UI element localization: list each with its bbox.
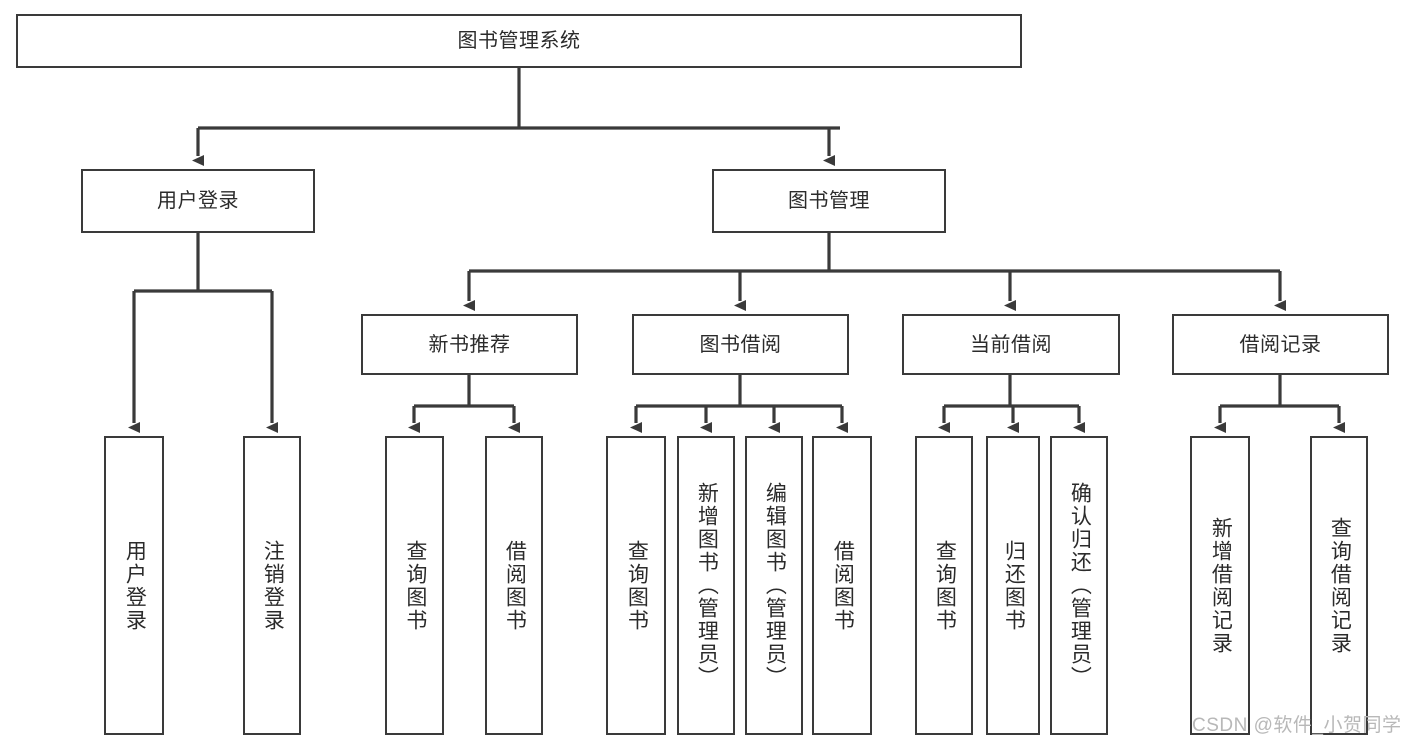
leaf-query-book-borrow-label: 查询图书 xyxy=(625,539,649,632)
leaf-return-book[interactable]: 归还图书 xyxy=(986,436,1040,735)
leaf-confirm-return-admin-label: 确认归还（管理员） xyxy=(1068,482,1092,689)
node-book-management[interactable]: 图书管理 xyxy=(712,169,946,233)
node-new-book-recommend[interactable]: 新书推荐 xyxy=(361,314,578,375)
leaf-query-book-borrow[interactable]: 查询图书 xyxy=(606,436,666,735)
node-book-borrow[interactable]: 图书借阅 xyxy=(632,314,849,375)
node-book-management-label: 图书管理 xyxy=(788,190,870,212)
leaf-user-login-label: 用户登录 xyxy=(123,539,147,632)
csdn-watermark: CSDN @软件_小贺同学 xyxy=(1192,715,1402,736)
node-root-label: 图书管理系统 xyxy=(457,30,581,52)
leaf-edit-book-admin-label: 编辑图书（管理员） xyxy=(763,482,787,689)
leaf-lend-book[interactable]: 借阅图书 xyxy=(812,436,872,735)
leaf-logout-label: 注销登录 xyxy=(261,539,285,632)
leaf-query-borrow-record[interactable]: 查询借阅记录 xyxy=(1310,436,1368,735)
leaf-confirm-return-admin[interactable]: 确认归还（管理员） xyxy=(1050,436,1108,735)
node-borrow-record[interactable]: 借阅记录 xyxy=(1172,314,1389,375)
leaf-query-book-recommend-label: 查询图书 xyxy=(403,539,427,632)
leaf-query-book-current[interactable]: 查询图书 xyxy=(915,436,973,735)
leaf-query-book-recommend[interactable]: 查询图书 xyxy=(385,436,444,735)
node-root[interactable]: 图书管理系统 xyxy=(16,14,1022,68)
leaf-query-book-current-label: 查询图书 xyxy=(933,539,957,632)
leaf-add-book-admin-label: 新增图书（管理员） xyxy=(695,482,719,689)
leaf-user-login[interactable]: 用户登录 xyxy=(104,436,164,735)
leaf-borrow-book-recommend-label: 借阅图书 xyxy=(503,539,527,632)
leaf-borrow-book-recommend[interactable]: 借阅图书 xyxy=(485,436,543,735)
leaf-lend-book-label: 借阅图书 xyxy=(831,539,855,632)
leaf-return-book-label: 归还图书 xyxy=(1002,539,1026,632)
node-current-borrow[interactable]: 当前借阅 xyxy=(902,314,1120,375)
leaf-add-book-admin[interactable]: 新增图书（管理员） xyxy=(677,436,735,735)
leaf-add-borrow-record-label: 新增借阅记录 xyxy=(1209,516,1233,655)
leaf-logout[interactable]: 注销登录 xyxy=(243,436,301,735)
node-new-book-recommend-label: 新书推荐 xyxy=(428,333,511,356)
node-user-login-label: 用户登录 xyxy=(157,190,239,212)
leaf-add-borrow-record[interactable]: 新增借阅记录 xyxy=(1190,436,1250,735)
leaf-query-borrow-record-label: 查询借阅记录 xyxy=(1328,516,1352,655)
node-borrow-record-label: 借阅记录 xyxy=(1239,333,1322,356)
node-book-borrow-label: 图书借阅 xyxy=(699,333,782,356)
leaf-edit-book-admin[interactable]: 编辑图书（管理员） xyxy=(745,436,803,735)
node-user-login[interactable]: 用户登录 xyxy=(81,169,315,233)
node-current-borrow-label: 当前借阅 xyxy=(970,333,1052,356)
